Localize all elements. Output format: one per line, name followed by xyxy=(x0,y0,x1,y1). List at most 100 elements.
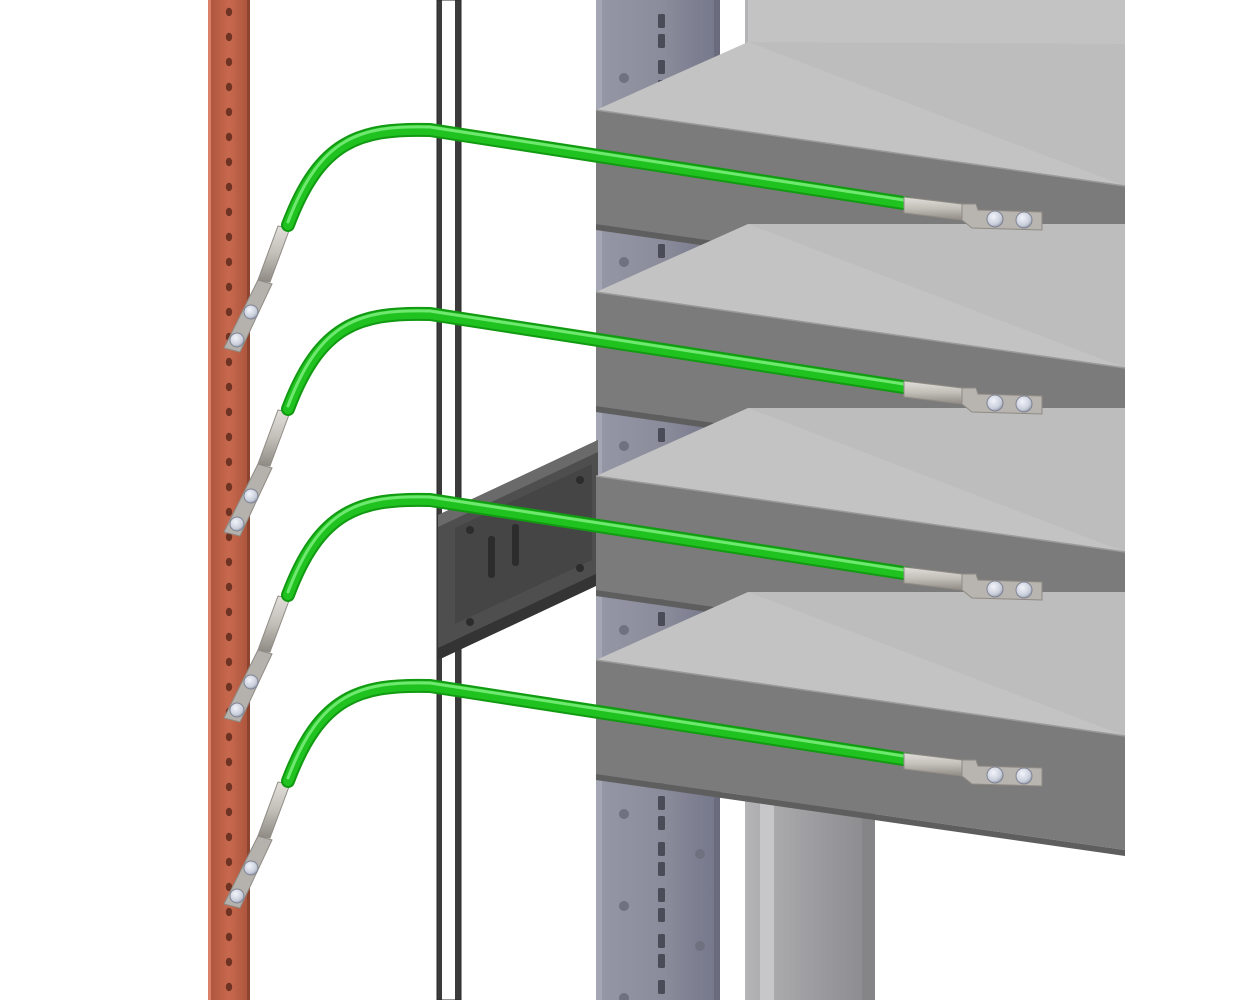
busbar-hole xyxy=(225,282,233,292)
busbar-hole xyxy=(225,307,233,317)
busbar-hole xyxy=(225,782,233,792)
bolt-icon xyxy=(243,304,259,320)
shelf-top-far xyxy=(748,42,1125,186)
busbar-hole xyxy=(225,657,233,667)
post-hole xyxy=(619,257,629,267)
post-slot xyxy=(658,796,665,810)
shelf-top-far xyxy=(748,408,1125,552)
shelf-lug xyxy=(903,752,1043,787)
busbar-hole xyxy=(225,907,233,917)
shelf-edge xyxy=(595,475,1126,553)
busbar-hole xyxy=(225,157,233,167)
busbar-hole xyxy=(225,357,233,367)
post-slot xyxy=(658,816,665,830)
busbar-hole xyxy=(225,582,233,592)
shelf-edge xyxy=(595,659,1126,737)
busbar-hole xyxy=(225,682,233,692)
bolt-icon xyxy=(1015,395,1033,413)
busbar-hole xyxy=(225,857,233,867)
shelf-top-far xyxy=(748,592,1125,736)
post-slot xyxy=(658,34,665,48)
busbar-hole xyxy=(225,32,233,42)
busbar-hole xyxy=(225,107,233,117)
busbar-hole xyxy=(225,507,233,517)
post-slot xyxy=(658,980,665,994)
shelf-edge xyxy=(595,291,1126,369)
busbar-lug-barrel xyxy=(257,409,291,467)
bolt-icon xyxy=(986,394,1004,412)
busbar-hole xyxy=(225,432,233,442)
shelf-1 xyxy=(595,42,1126,306)
busbar-hole xyxy=(225,832,233,842)
bolt-icon xyxy=(229,332,245,348)
busbar-hole xyxy=(225,257,233,267)
busbar-hole xyxy=(225,82,233,92)
ground-cable-3 xyxy=(223,492,1043,723)
cable-highlight xyxy=(286,125,912,224)
busbar-hole xyxy=(225,482,233,492)
bolt-icon xyxy=(243,674,259,690)
shelf-lug xyxy=(903,380,1043,415)
busbar-hole xyxy=(225,407,233,417)
bolt-icon xyxy=(243,488,259,504)
busbar-hole xyxy=(225,57,233,67)
busbar-hole xyxy=(225,557,233,567)
post-slot xyxy=(658,888,665,902)
post-slot xyxy=(658,842,665,856)
post-slot xyxy=(658,954,665,968)
shelf-4 xyxy=(595,592,1126,856)
post-slot xyxy=(658,244,665,258)
bolt-icon xyxy=(229,888,245,904)
bolt-icon xyxy=(229,702,245,718)
busbar-lug-barrel xyxy=(257,595,291,653)
post-hole xyxy=(619,73,629,83)
ground-cable-1 xyxy=(223,122,1043,353)
shelf-underside xyxy=(596,774,1125,856)
cable-highlight xyxy=(286,309,912,408)
busbar-hole xyxy=(225,882,233,892)
post-hole xyxy=(619,441,629,451)
busbar-hole xyxy=(225,632,233,642)
post-slot xyxy=(658,908,665,922)
cable-highlight xyxy=(286,681,912,780)
busbar-hole xyxy=(225,732,233,742)
busbar-hole xyxy=(225,932,233,942)
bolt-icon xyxy=(986,766,1004,784)
busbar-hole xyxy=(225,757,233,767)
busbar-lug xyxy=(223,595,291,723)
shelf-edge xyxy=(595,109,1126,187)
ground-cables xyxy=(223,122,1043,909)
post-hole xyxy=(619,625,629,635)
shelf-top-far xyxy=(748,224,1125,368)
shelf-lug xyxy=(903,196,1043,231)
busbar-lug-barrel xyxy=(257,781,291,839)
busbar-hole xyxy=(225,232,233,242)
shelf-top-upper xyxy=(748,0,1125,44)
cable-tray-bracket xyxy=(438,440,598,660)
post-slot xyxy=(658,612,665,626)
bolt-icon xyxy=(1015,211,1033,229)
shelf-lug xyxy=(903,566,1043,601)
bolt-icon xyxy=(229,516,245,532)
busbar-hole xyxy=(225,807,233,817)
ground-cable-2 xyxy=(223,306,1043,537)
busbar-hole xyxy=(225,7,233,17)
bolt-icon xyxy=(1015,581,1033,599)
busbar-hole xyxy=(225,382,233,392)
post-hole xyxy=(619,901,629,911)
post-slot xyxy=(658,862,665,876)
busbar-hole xyxy=(225,607,233,617)
busbar-lug xyxy=(223,225,291,353)
busbar-hole xyxy=(225,957,233,967)
post-slot xyxy=(658,428,665,442)
busbar-hole xyxy=(225,132,233,142)
cable-highlight xyxy=(286,495,912,594)
busbar-hole xyxy=(225,982,233,992)
busbar-hole xyxy=(225,457,233,467)
post-slot xyxy=(658,934,665,948)
busbar-holes xyxy=(225,7,233,992)
bolt-icon xyxy=(243,860,259,876)
bolt-icon xyxy=(986,580,1004,598)
busbar-hole xyxy=(225,207,233,217)
ground-cable-4 xyxy=(223,678,1043,909)
